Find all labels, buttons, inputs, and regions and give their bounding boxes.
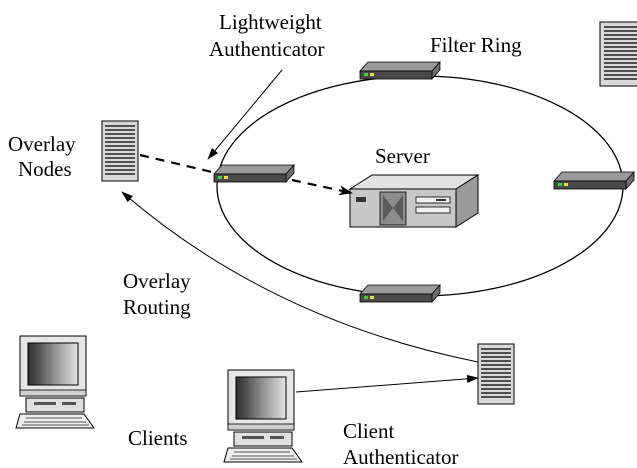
- server-icon: [349, 174, 479, 228]
- rack-server-icon: [599, 21, 637, 87]
- router-icon: [553, 171, 635, 190]
- rack-server-icon: [101, 120, 139, 182]
- lightweight-authenticator-pointer-arrow: [207, 69, 283, 160]
- client-to-authenticator-arrow: [295, 374, 479, 393]
- overlay-nodes-label-line2: Nodes: [18, 157, 72, 181]
- authenticator-to-server-dashed-arrow: [291, 178, 353, 196]
- router-icon: [359, 61, 441, 80]
- router-icon: [213, 164, 295, 183]
- client-authenticator-label-line1: Client: [343, 419, 394, 443]
- computer-icon: [223, 369, 303, 463]
- computer-icon: [15, 335, 95, 429]
- lightweight-authenticator-label-line1: Lightweight: [219, 10, 322, 34]
- clients-label: Clients: [128, 426, 188, 450]
- router-icon: [359, 284, 441, 303]
- overlay-routing-arrow: [121, 191, 479, 363]
- overlay-routing-label-line2: Routing: [123, 295, 191, 319]
- rack-server-icon: [477, 343, 515, 405]
- overlay-to-authenticator-dashed-line: [139, 153, 213, 174]
- overlay-routing-label-line1: Overlay: [123, 269, 191, 293]
- client-authenticator-label-line2: Authenticator: [343, 445, 458, 468]
- server-label: Server: [375, 144, 430, 168]
- filter-ring-label: Filter Ring: [430, 33, 522, 57]
- lightweight-authenticator-label-line2: Authenticator: [209, 37, 324, 61]
- overlay-nodes-label-line1: Overlay: [8, 132, 76, 156]
